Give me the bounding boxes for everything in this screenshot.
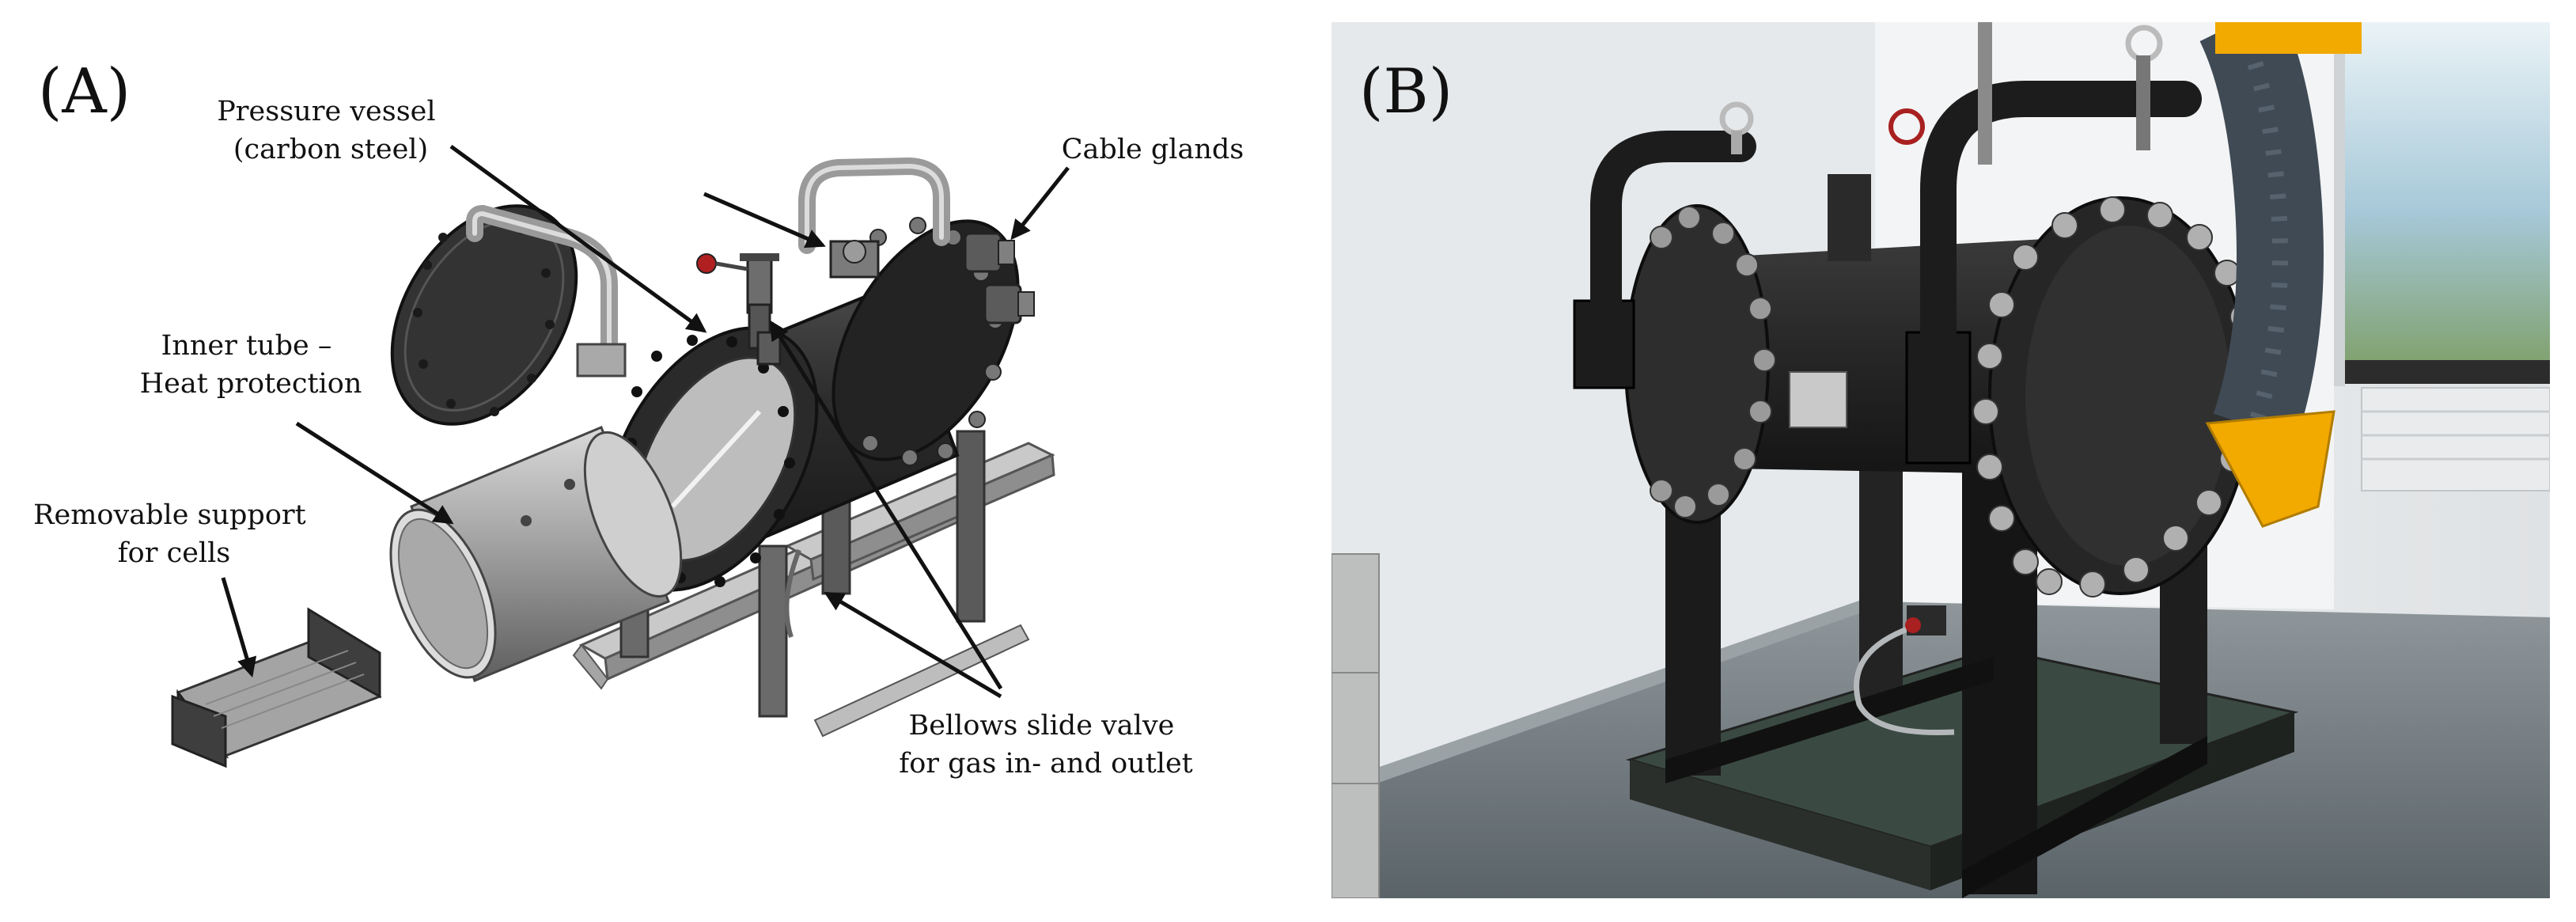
arrow-top-valve — [703, 192, 826, 249]
arrow-cable-glands — [1010, 166, 1070, 241]
cell-support-tray — [171, 607, 382, 768]
callout-arrows — [221, 144, 1070, 699]
label-bellows-valve: Bellows slide valve for gas in- and outl… — [899, 710, 1193, 780]
arrow-pressure-vessel — [449, 144, 707, 333]
arrow-bellows-lower — [824, 591, 1002, 699]
arrow-support — [221, 577, 257, 677]
inner-tube — [389, 426, 683, 682]
panel-a-drawing — [171, 157, 1055, 768]
photo-left-flange-bolts — [1650, 206, 1776, 518]
panel-a-label: (A) — [38, 56, 131, 127]
bellows-valves — [696, 240, 880, 366]
photo-gas-pipe-left — [1590, 131, 1756, 317]
cover-bracket — [576, 343, 627, 378]
label-inner-tube: Inner tube – Heat protection — [140, 330, 362, 400]
panel-b-photo — [1332, 22, 2550, 898]
arrow-inner-tube — [295, 421, 454, 525]
support-frame — [1665, 443, 2207, 898]
window — [2342, 22, 2550, 370]
label-cable-glands: Cable glands — [1062, 134, 1244, 165]
cable-glands — [964, 232, 1035, 324]
label-removable-support: Removable support for cells — [33, 499, 315, 569]
photo-pressure-vessel — [1573, 196, 2262, 598]
arrow-bellows-upper — [769, 320, 1003, 690]
nameplate — [1789, 371, 1847, 428]
extraction-hose — [2199, 22, 2362, 528]
label-pressure-vessel: Pressure vessel (carbon steel) — [217, 96, 444, 165]
photo-gas-pipe-right — [1920, 81, 2202, 351]
panel-b-label: (B) — [1359, 56, 1453, 127]
